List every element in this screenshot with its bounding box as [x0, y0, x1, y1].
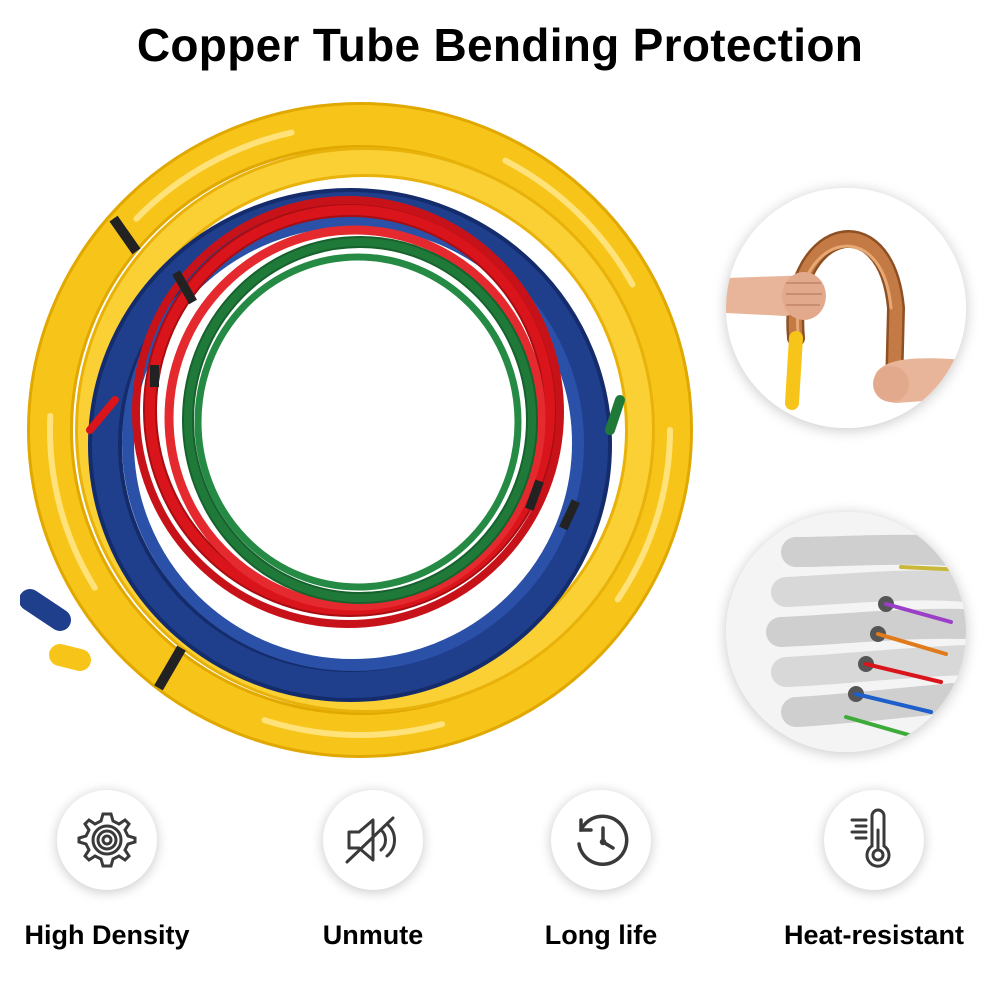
feature-unmute: Unmute — [253, 790, 493, 951]
page-title: Copper Tube Bending Protection — [136, 19, 864, 71]
clock-history-icon — [551, 790, 651, 890]
coiled-tubes-image — [20, 102, 693, 758]
feature-label: Heat-resistant — [783, 920, 965, 950]
feature-label: Unmute — [322, 920, 424, 950]
feature-long-life: Long life — [481, 790, 721, 951]
feature-label: Long life — [544, 920, 658, 950]
feature-label: High Density — [24, 920, 190, 950]
hand-bending-copper-tube-photo — [726, 188, 966, 428]
insulated-pipes-closeup-photo — [726, 512, 966, 752]
feature-heat-resistant: Heat-resistant — [754, 790, 994, 951]
gear-icon — [57, 790, 157, 890]
feature-high-density: High Density — [0, 790, 227, 951]
thermometer-icon — [824, 790, 924, 890]
mute-speaker-icon — [323, 790, 423, 890]
